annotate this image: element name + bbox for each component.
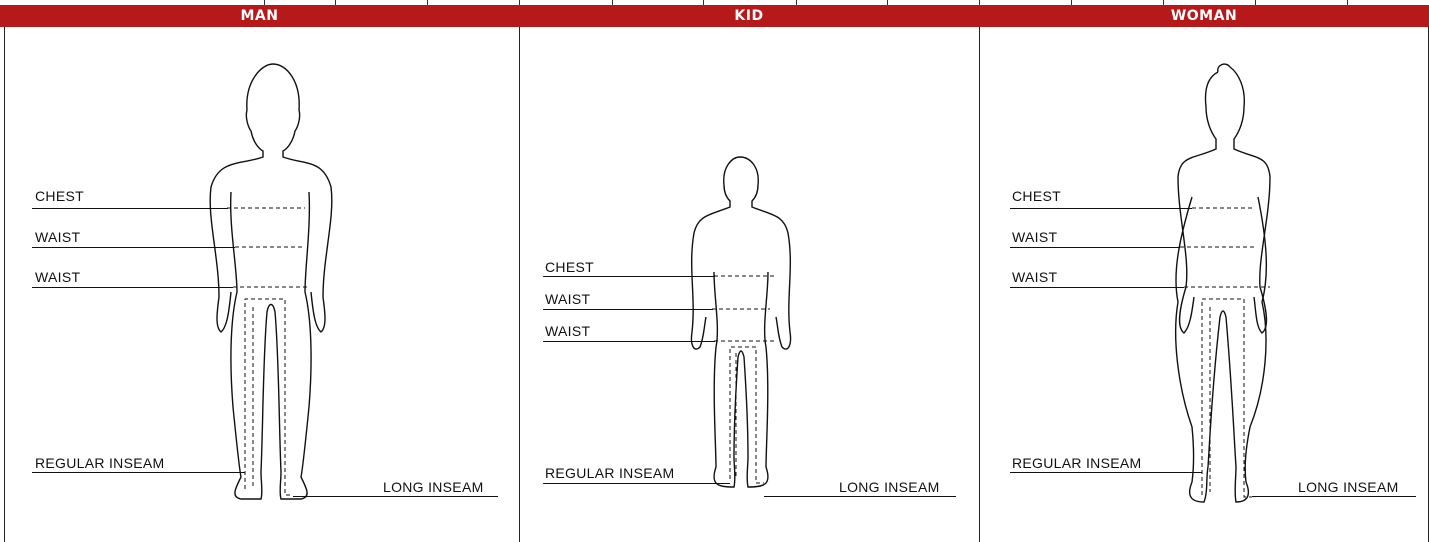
woman-waist2-line bbox=[1010, 287, 1184, 288]
man-long-inseam-line bbox=[293, 496, 498, 497]
kid-waist2-label: WAIST bbox=[545, 323, 590, 339]
kid-long-inseam-line bbox=[764, 496, 956, 497]
woman-waist-label: WAIST bbox=[1012, 229, 1057, 245]
man-waist-label: WAIST bbox=[35, 229, 80, 245]
man-panel: CHEST WAIST WAIST REGULAR INSEAM LONG IN… bbox=[4, 27, 519, 542]
woman-chest-label: CHEST bbox=[1012, 188, 1061, 204]
kid-long-inseam-label: LONG INSEAM bbox=[839, 479, 940, 495]
woman-waist-line bbox=[1010, 247, 1180, 248]
kid-chest-line bbox=[543, 276, 715, 277]
header-man: MAN bbox=[0, 5, 519, 27]
woman-panel: CHEST WAIST WAIST REGULAR INSEAM LONG IN… bbox=[979, 27, 1429, 542]
man-regular-inseam-line bbox=[32, 472, 245, 473]
section-header-bar: MAN KID WOMAN bbox=[0, 5, 1429, 27]
woman-regular-inseam-line bbox=[1010, 472, 1202, 473]
kid-waist2-line bbox=[543, 341, 715, 342]
man-long-inseam-label: LONG INSEAM bbox=[383, 479, 484, 495]
header-kid: KID bbox=[519, 5, 979, 27]
kid-waist-label: WAIST bbox=[545, 291, 590, 307]
man-waist2-label: WAIST bbox=[35, 269, 80, 285]
kid-panel: CHEST WAIST WAIST REGULAR INSEAM LONG IN… bbox=[519, 27, 979, 542]
kid-regular-inseam-line bbox=[543, 483, 730, 484]
kid-waist-line bbox=[543, 309, 713, 310]
woman-long-inseam-line bbox=[1252, 496, 1416, 497]
woman-regular-inseam-label: REGULAR INSEAM bbox=[1012, 455, 1141, 471]
woman-waist2-label: WAIST bbox=[1012, 269, 1057, 285]
kid-regular-inseam-label: REGULAR INSEAM bbox=[545, 465, 674, 481]
man-waist2-line bbox=[32, 287, 233, 288]
man-waist-line bbox=[32, 247, 235, 248]
man-chest-line bbox=[32, 208, 228, 209]
man-chest-label: CHEST bbox=[35, 188, 84, 204]
woman-chest-line bbox=[1010, 208, 1192, 209]
man-regular-inseam-label: REGULAR INSEAM bbox=[35, 455, 164, 471]
kid-chest-label: CHEST bbox=[545, 259, 594, 275]
header-woman: WOMAN bbox=[979, 5, 1429, 27]
woman-long-inseam-label: LONG INSEAM bbox=[1298, 479, 1399, 495]
